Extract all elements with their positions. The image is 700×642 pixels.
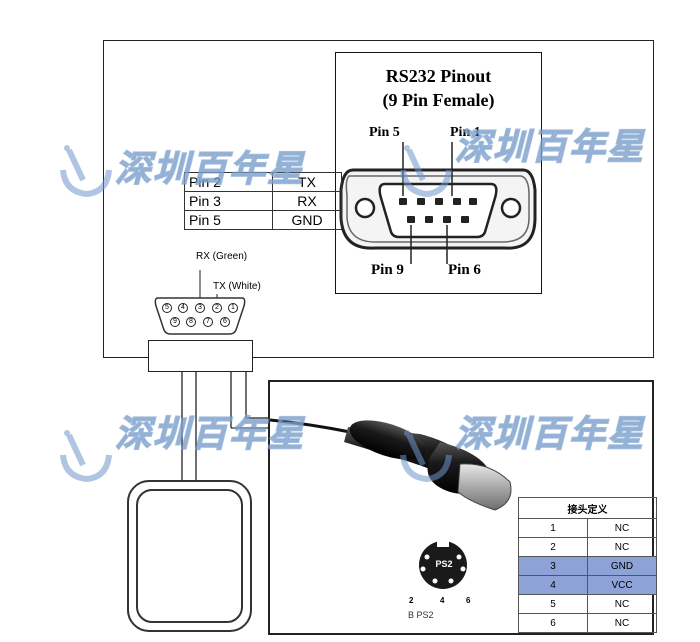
pin5-label: Pin 5 (369, 125, 400, 140)
ps2-pin-number: 6 (466, 596, 471, 605)
pin-def-cell: NC (587, 613, 657, 633)
db9-pin-num: 9 (173, 318, 177, 325)
db9-pin-num: 7 (206, 318, 210, 325)
pin6-label: Pin 6 (448, 262, 481, 278)
table-row: 5 NC (518, 594, 657, 614)
ps2-socket-label: PS2 (435, 559, 453, 569)
pin9-label: Pin 9 (371, 262, 404, 278)
ps2-caption: B PS2 (408, 610, 434, 620)
pin-def-cell: NC (587, 537, 657, 557)
db9-small-connector (154, 270, 246, 335)
table-row: 1 NC (518, 518, 657, 538)
watermark-text: 深圳百年星 (114, 412, 306, 455)
pin-def-cell: NC (587, 594, 657, 614)
ps2-plug-image (270, 418, 512, 511)
watermark-logo-icon (400, 145, 452, 198)
pin-num-cell: 2 (518, 537, 588, 557)
watermark-logo-icon (60, 145, 112, 198)
table-row: 3 GND (518, 556, 657, 576)
ps2-pin-table: 接头定义 1 NC 2 NC 3 GND 4 VCC 5 NC 6 NC (518, 497, 657, 633)
pin1-label: Pin 1 (450, 125, 481, 140)
pin-num-cell: 1 (518, 518, 588, 538)
db9-pin-num: 1 (231, 304, 235, 311)
pin-def-cell: VCC (587, 575, 657, 595)
db9-pin-num: 6 (223, 318, 227, 325)
signal-cell: GND (272, 210, 342, 230)
rx-green-label: RX (Green) (196, 251, 248, 262)
db9-pin-num: 4 (181, 304, 185, 311)
db9-pin-num: 5 (165, 304, 169, 311)
pin-def-cell: NC (587, 518, 657, 538)
watermark-text: 深圳百年星 (454, 412, 646, 455)
db9-female-connector (339, 142, 537, 264)
pin-num-cell: 5 (518, 594, 588, 614)
pin-num-cell: 6 (518, 613, 588, 633)
table-row: 2 NC (518, 537, 657, 557)
watermark-text: 深圳百年星 (454, 125, 646, 168)
pin-def-cell: GND (587, 556, 657, 576)
table-row: 4 VCC (518, 575, 657, 595)
pin-cell: Pin 5 (184, 210, 273, 230)
device-inner (136, 489, 243, 623)
ps2-socket-diagram (419, 539, 467, 589)
rs232-subtitle: (9 Pin Female) (382, 90, 495, 110)
device-outer (127, 480, 252, 632)
db9-bottom-pins (407, 216, 469, 223)
rs232-title: RS232 Pinout (385, 66, 492, 86)
pin-num-cell: 3 (518, 556, 588, 576)
table-header: 接头定义 (518, 497, 657, 519)
cable-junction-block (148, 340, 253, 372)
ps2-pin-number: 4 (440, 596, 445, 605)
watermark-logo-icon (400, 430, 452, 483)
db9-pin-num: 8 (189, 318, 193, 325)
table-row: Pin 5 GND (184, 210, 342, 230)
watermark-logo-icon (60, 430, 112, 483)
table-row: 6 NC (518, 613, 657, 633)
db9-pin-num: 2 (215, 304, 219, 311)
table-header-row: 接头定义 (518, 497, 657, 519)
tx-white-label: TX (White) (213, 281, 261, 292)
pin-mapping-table: Pin 2 TX Pin 3 RX Pin 5 GND (184, 172, 342, 230)
watermark-text: 深圳百年星 (114, 147, 306, 190)
pin-num-cell: 4 (518, 575, 588, 595)
db9-pin-num: 3 (198, 304, 202, 311)
ps2-pin-number: 2 (409, 596, 414, 605)
table-row: Pin 2 TX (184, 172, 342, 192)
db9-top-pins (399, 198, 477, 205)
